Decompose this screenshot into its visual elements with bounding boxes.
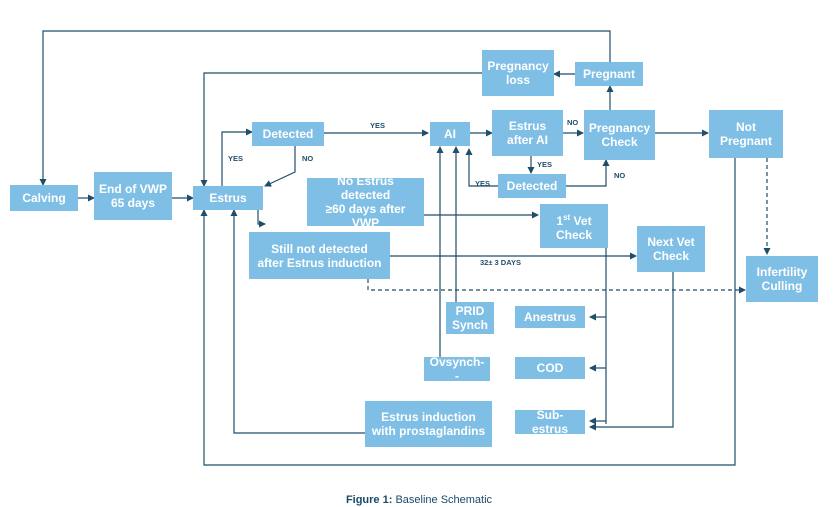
node-estrus-induction: Estrus induction with prostaglandins bbox=[365, 401, 492, 447]
node-anestrus: Anestrus bbox=[515, 306, 585, 328]
node-no-estrus: No Estrus detected ≥60 days after VWP bbox=[307, 174, 424, 230]
label-no-detected: NO bbox=[302, 154, 314, 163]
node-pregnancy-check: Pregnancy Check bbox=[584, 110, 655, 160]
edge-pregnant-calving bbox=[39, 30, 611, 186]
edge-induction-estrus bbox=[230, 209, 365, 434]
node-detected-mid: Detected bbox=[498, 174, 566, 198]
node-infertility-culling: Infertility Culling bbox=[746, 256, 818, 302]
edge-detectedmid-ai bbox=[465, 148, 498, 187]
node-detected-top: Detected bbox=[252, 122, 324, 146]
node-first-vet-check: 1st Vet Check bbox=[540, 204, 608, 248]
edge-estrus-detected bbox=[221, 128, 253, 186]
node-sub-estrus: Sub-estrus bbox=[515, 408, 585, 436]
edge-still-culling bbox=[367, 279, 746, 294]
node-next-vet-check: Next Vet Check bbox=[637, 226, 705, 272]
node-not-pregnant: Not Pregnant bbox=[709, 110, 783, 158]
node-still-not-detected: Still not detected after Estrus inductio… bbox=[249, 232, 390, 279]
node-pregnancy-loss: Pregnancy loss bbox=[482, 50, 554, 96]
edge-notpregnant-estrus bbox=[200, 158, 736, 466]
label-days: 32± 3 DAYS bbox=[480, 258, 521, 267]
edge-detected-no bbox=[264, 146, 296, 187]
node-pregnant: Pregnant bbox=[575, 62, 643, 86]
node-ovsynch: Ovsynch-- bbox=[424, 355, 490, 383]
label-yes-estrus-detected: YES bbox=[228, 154, 244, 163]
edge-estrus-still bbox=[257, 210, 266, 228]
label-no-detected-mid: NO bbox=[614, 171, 626, 180]
node-end-vwp: End of VWP 65 days bbox=[94, 172, 172, 220]
label-yes-detected-ai: YES bbox=[370, 121, 386, 130]
node-estrus-after-ai: Estrus after AI bbox=[492, 110, 563, 156]
edge-nextvet-subestrus bbox=[589, 272, 674, 431]
label-yes-estrus-after-ai: YES bbox=[537, 160, 553, 169]
label-no-estrus-after-ai: NO bbox=[567, 118, 579, 127]
node-estrus: Estrus bbox=[193, 186, 263, 210]
node-ai: AI bbox=[430, 122, 470, 146]
figure-caption: Figure 1: Baseline Schematic bbox=[345, 494, 493, 506]
node-calving: Calving bbox=[10, 185, 78, 211]
edge-detectedmid-pc bbox=[566, 159, 610, 187]
node-cod: COD bbox=[515, 357, 585, 379]
node-prid-synch: PRID Synch bbox=[446, 302, 494, 334]
label-yes-detected-mid: YES bbox=[475, 179, 491, 188]
edge-loss-estrus bbox=[200, 72, 482, 187]
